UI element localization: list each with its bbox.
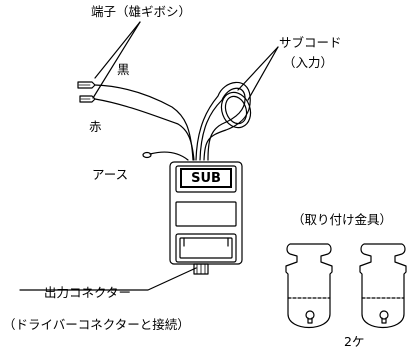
quantity-label: 2ケ	[344, 334, 365, 349]
black-wire-label: 黒	[117, 62, 130, 77]
black-terminal	[77, 81, 96, 89]
red-wire	[94, 98, 195, 161]
red-terminal	[79, 95, 96, 103]
sub-cord-label: サブコード	[279, 35, 342, 50]
output-connector-label: 出力コネクター	[44, 285, 132, 300]
sub-cord-leader-left	[237, 46, 279, 91]
sub-cord-leader-right	[247, 46, 279, 101]
output-connector-note: （ドライバーコネクターと接続）	[3, 317, 190, 332]
sub-badge-text: SUB	[191, 170, 221, 186]
mounting-bracket-right	[359, 243, 407, 328]
sub-badge: SUB	[180, 168, 232, 188]
terminal-leader-top	[94, 21, 141, 79]
mounting-bracket-left	[285, 243, 333, 328]
sub-cord-note: （入力）	[283, 55, 334, 70]
sub-cord	[195, 81, 252, 161]
black-wire	[94, 84, 194, 161]
adapter-unit	[169, 161, 243, 275]
ground-wire	[149, 151, 189, 161]
ground-terminal	[142, 151, 152, 159]
terminal-label: 端子（雄ギボシ）	[91, 4, 192, 19]
red-wire-label: 赤	[89, 119, 102, 134]
output-connector-leader	[19, 267, 197, 291]
ground-label: アース	[92, 167, 129, 182]
mounting-bracket-label: （取り付け金具）	[292, 212, 393, 227]
